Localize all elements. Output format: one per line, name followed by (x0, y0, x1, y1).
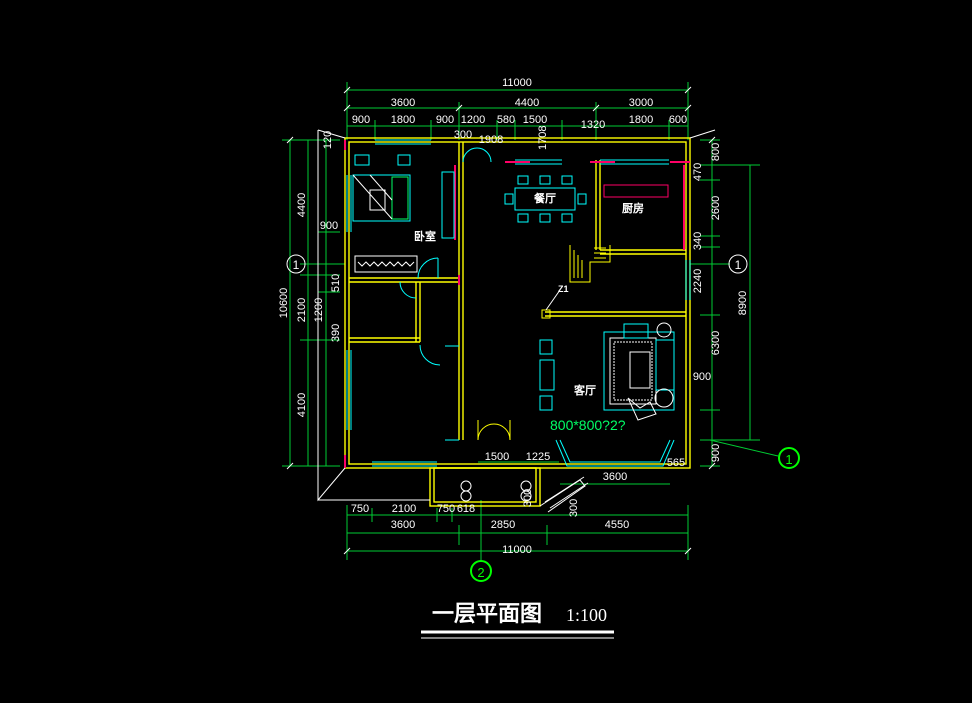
dim-bottom-inner-5: 300 (568, 499, 580, 517)
dim-bottom-r1-2: 750 (437, 503, 455, 515)
windows (346, 139, 691, 467)
entry-door (477, 420, 511, 441)
dining-table (504, 175, 587, 223)
dim-bottom-r2-2: 4550 (605, 519, 629, 531)
axis-1-right-label: 1 (735, 258, 742, 272)
drawing-scale: 1:100 (566, 605, 607, 625)
dim-bottom-inner-4: 300 (522, 489, 534, 507)
stair-tag: Z1 (558, 284, 569, 294)
dim-left-r1-1: 2100 (296, 298, 308, 322)
dim-bottom-r1-3: 618 (457, 503, 475, 515)
room-label-living: 客厅 (573, 383, 596, 397)
dim-top-r3-0: 300 (454, 129, 472, 141)
drawing-title: 一层平面图 (432, 601, 542, 627)
dim-right-r1-2: 2600 (710, 196, 722, 220)
dimension-texts: 11000 3600 4400 3000 900 1800 900 1200 5… (278, 77, 749, 556)
porch-columns (460, 480, 532, 502)
dim-bottom-r2-0: 3600 (391, 519, 415, 531)
stairs (569, 245, 611, 283)
dim-left-r1-2: 4100 (296, 393, 308, 417)
axis-1-bubble-label: 1 (785, 452, 792, 467)
room-label-bedroom: 卧室 (414, 229, 436, 243)
room-label-dining: 餐厅 (533, 191, 556, 205)
dim-top-r1-1: 4400 (515, 97, 539, 109)
kitchen-counter (603, 184, 669, 198)
dim-left-r2-3: 1200 (313, 298, 325, 322)
dim-right-r1-0: 800 (710, 143, 722, 161)
dim-right-r1-3: 340 (692, 232, 704, 250)
dim-right-r1-4: 2240 (692, 269, 704, 293)
dim-top-r2-3: 1200 (461, 114, 485, 126)
bed-furniture (352, 154, 411, 222)
dim-bottom-inner-2: 565 (667, 457, 685, 469)
front-steps (539, 476, 589, 513)
dim-top-r1-2: 3000 (629, 97, 653, 109)
dim-bottom-r1-1: 2100 (392, 503, 416, 515)
dim-top-r3-2: 1708 (537, 126, 549, 150)
dim-bottom-inner-3: 3600 (603, 471, 627, 483)
dim-top-r3-3: 1320 (581, 119, 605, 131)
sofa-set (603, 322, 675, 421)
dim-top-r2-2: 900 (436, 114, 454, 126)
dim-top-r2-1: 1800 (391, 114, 415, 126)
roof-edge (317, 129, 716, 502)
axis-2-bubble-label: 2 (477, 565, 484, 580)
tv-unit (539, 339, 555, 411)
tv-cabinet-bedroom (441, 171, 455, 239)
dim-right-r1-5: 6300 (710, 331, 722, 355)
dim-top-r2-7: 600 (669, 114, 687, 126)
dim-right-r1-1: 470 (692, 163, 704, 181)
dim-top-r1-0: 3600 (391, 97, 415, 109)
dimension-ticks (286, 86, 716, 555)
wardrobe (354, 255, 418, 273)
walls (344, 137, 691, 507)
dim-bottom-r2-1: 2850 (491, 519, 515, 531)
column-walls (344, 140, 690, 468)
dim-top-r2-0: 900 (352, 114, 370, 126)
dim-right-total: 8900 (737, 291, 749, 315)
dim-right-r1-6: 900 (693, 371, 711, 383)
dim-top-r2-5: 1500 (523, 114, 547, 126)
axis-markers (286, 254, 800, 582)
dim-bottom-inner-1: 1225 (526, 451, 550, 463)
dim-bottom-inner-0: 1500 (485, 451, 509, 463)
dim-bottom-total: 11000 (502, 544, 532, 556)
dim-left-r1-0: 4400 (296, 193, 308, 217)
dim-left-r2-4: 390 (330, 324, 342, 342)
dim-right-r1-7: 900 (710, 444, 722, 462)
dim-top-r2-6: 1800 (629, 114, 653, 126)
axis-1-left-label: 1 (293, 258, 300, 272)
dim-left-r2-2: 510 (330, 274, 342, 292)
column-z1 (541, 289, 561, 319)
dim-left-total: 10600 (278, 288, 290, 319)
floor-tile-spec: 800*800?2? (550, 417, 626, 433)
dim-top-r2-4: 580 (497, 114, 515, 126)
dim-left-r2-1: 900 (320, 220, 338, 232)
room-label-kitchen: 厨房 (622, 201, 644, 215)
dim-bottom-r1-0: 750 (351, 503, 369, 515)
dim-left-r2-0: 120 (322, 131, 334, 149)
dim-top-total: 11000 (502, 77, 532, 89)
doors (399, 147, 492, 441)
dim-top-r3-1: 1908 (479, 134, 503, 146)
